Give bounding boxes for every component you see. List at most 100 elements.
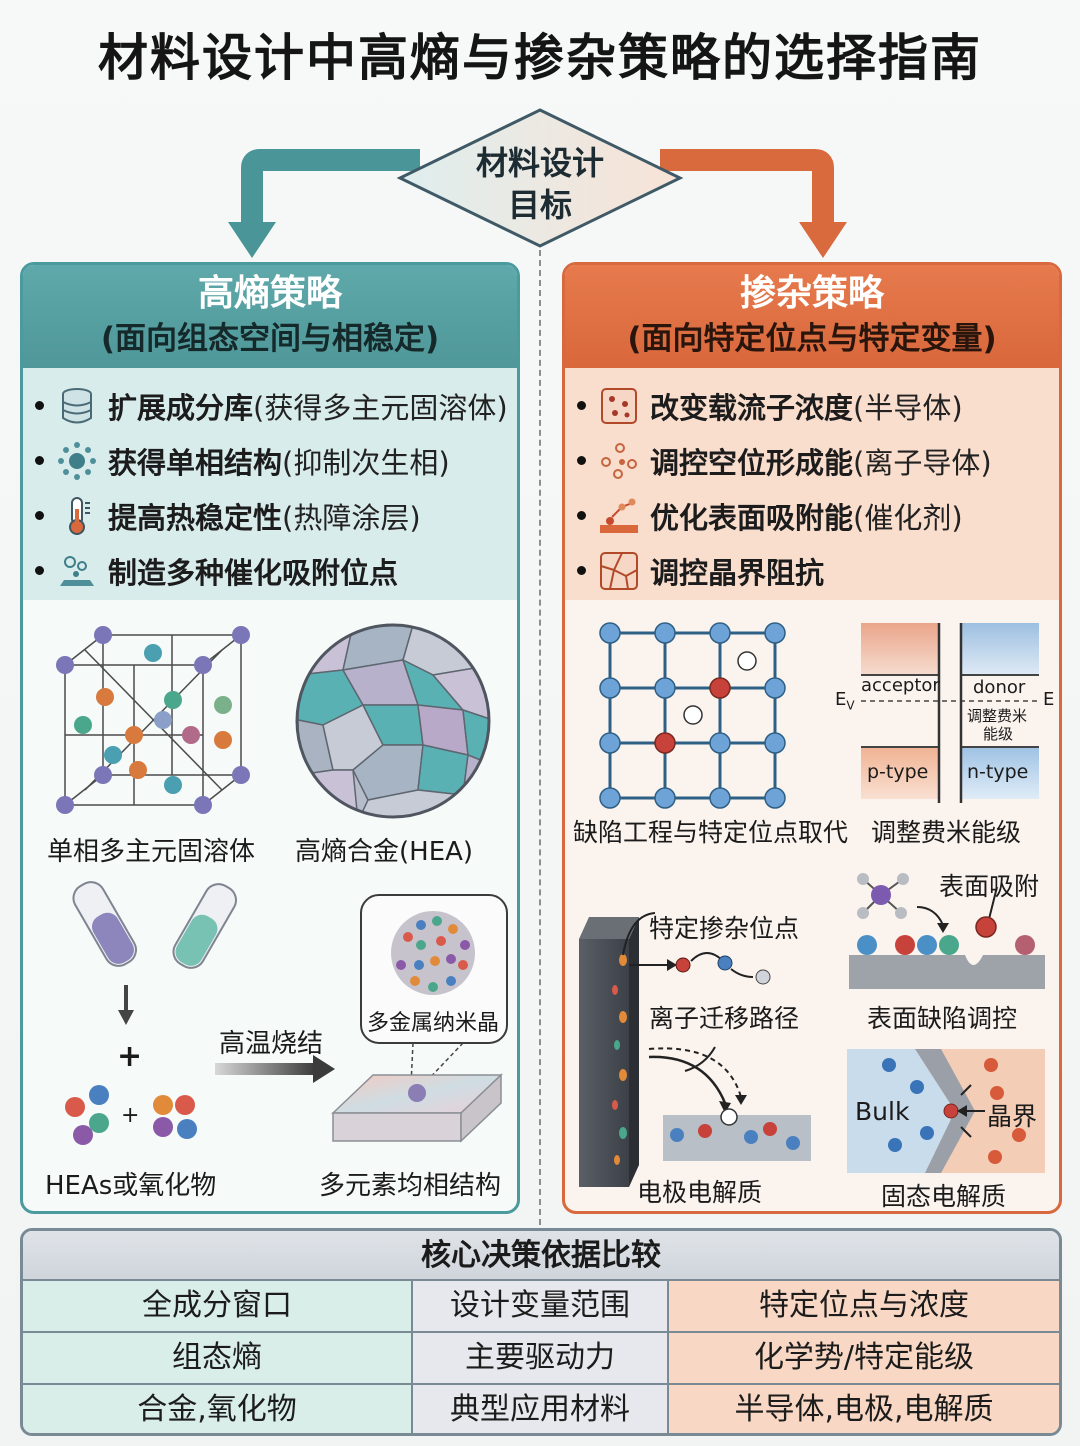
adsorption-icon — [600, 498, 638, 533]
thermometer-icon — [69, 496, 90, 535]
table-cell-right: 特定位点与浓度 — [669, 1281, 1059, 1331]
right-arrow-shaft — [660, 149, 834, 230]
ntype-label: n-type — [967, 761, 1029, 783]
test-tube-right — [172, 883, 237, 969]
fermi-caption: 调整费米能级 — [871, 818, 1022, 847]
bullet-title: 制造多种催化吸附位点 — [108, 555, 399, 590]
table-row: 全成分窗口 设计变量范围 特定位点与浓度 — [23, 1281, 1059, 1333]
table-cell-right: 半导体,电极,电解质 — [669, 1385, 1059, 1433]
uniform-phase-caption: 多元素均相结构 — [319, 1171, 502, 1201]
hea-grain-map — [297, 625, 489, 817]
doping-bullets: 改变载流子浓度 (半导体) 调控空位形成能 (离子导体) 优化表面吸附能 (催化… — [565, 368, 1059, 600]
table-cell-mid: 主要驱动力 — [413, 1333, 669, 1383]
surface-ads-caption: 表面吸附 — [939, 872, 1040, 901]
bullet-title: 调控空位形成能 — [650, 445, 854, 480]
adsorbate-molecule — [857, 873, 909, 919]
table-cell-left: 合金,氧化物 — [23, 1385, 413, 1433]
goal-arrows-diagram — [228, 108, 847, 258]
defect-caption: 缺陷工程与特定位点取代 — [573, 818, 849, 847]
table-cell-left: 全成分窗口 — [23, 1281, 413, 1331]
table-row: 合金,氧化物 典型应用材料 半导体,电极,电解质 — [23, 1385, 1059, 1433]
ev-subscript: V — [846, 698, 855, 713]
grain-boundary-icon — [600, 551, 638, 590]
donor-label: donor — [973, 677, 1026, 698]
metal-atoms-left — [65, 1085, 109, 1145]
bullet-note: (催化剂) — [853, 500, 963, 535]
bullet-dot — [35, 566, 44, 575]
catalyst-icon — [60, 555, 94, 586]
ev-label: EV — [835, 689, 855, 713]
left-arrow-shaft — [241, 149, 420, 230]
goal-label: 材料设计 目标 — [440, 142, 640, 226]
bullet-note: (离子导体) — [853, 445, 992, 480]
list-item: 调控空位形成能 (离子导体) — [565, 433, 1059, 488]
table-cell-right: 化学势/特定能级 — [669, 1333, 1059, 1383]
bullet-dot — [35, 401, 44, 410]
fermi-small-line2: 能级 — [983, 725, 1014, 743]
vacancy-icon — [601, 442, 637, 479]
bullet-note: (热障涂层) — [282, 500, 421, 535]
bullet-title: 调控晶界阻抗 — [650, 555, 825, 590]
table-cell-mid: 典型应用材料 — [413, 1385, 669, 1433]
doping-subheading: (面向特定位点与特定变量) — [627, 321, 997, 357]
e-right-label: E — [1043, 689, 1055, 710]
page-title: 材料设计中高熵与掺杂策略的选择指南 — [98, 29, 982, 87]
list-item: 扩展成分库 (获得多主元固溶体) — [23, 378, 517, 433]
goal-diamond — [396, 108, 684, 248]
list-item: 提高热稳定性 (热障涂层) — [23, 488, 517, 543]
high-entropy-bullets: 扩展成分库 (获得多主元固溶体) 获得单相结构 (抑制次生相) 提高热稳定性 (… — [23, 368, 517, 600]
ion-path-caption: 离子迁移路径 — [649, 1004, 800, 1033]
list-item: 优化表面吸附能 (催化剂) — [565, 488, 1059, 543]
nanocrystal-caption: 多金属纳米晶 — [367, 1011, 500, 1036]
acceptor-label: acceptor — [861, 675, 940, 696]
electrode-caption: 电极电解质 — [637, 1178, 763, 1207]
ion-hop-path — [629, 952, 771, 985]
grain-boundary-label: 晶界 — [987, 1102, 1038, 1131]
dopant-lattice — [599, 622, 786, 809]
doping-illustrations — [579, 622, 1045, 1187]
hea-caption: 高熵合金(HEA) — [295, 837, 474, 867]
nanoparticle — [391, 911, 475, 995]
left-arrow-head — [228, 222, 276, 258]
fermi-band-diagram — [861, 623, 1039, 803]
comparison-table: 核心决策依据比较 全成分窗口 设计变量范围 特定位点与浓度 组态熵 主要驱动力 … — [20, 1228, 1062, 1436]
test-tube-left — [72, 881, 137, 967]
carrier-concentration-icon — [601, 387, 637, 424]
bullet-dot — [35, 511, 44, 520]
atom-cluster-icon — [58, 441, 96, 480]
high-entropy-header: 高熵策略 (面向组态空间与相稳定) — [23, 265, 517, 368]
bullet-note: (半导体) — [853, 390, 963, 425]
sintering-arrow — [215, 1063, 315, 1075]
solid-electrolyte-caption: 固态电解质 — [881, 1182, 1007, 1211]
grain-boundary-diagram — [847, 1049, 1045, 1173]
bullet-dot — [35, 456, 44, 465]
fermi-small-line1: 调整费米 — [967, 707, 1028, 725]
doping-panel: 掺杂策略 (面向特定位点与特定变量) 改变载流子浓度 (半导体) 调控空位形成能… — [562, 262, 1062, 1214]
specific-site-caption: 特定掺杂位点 — [649, 914, 800, 943]
list-item: 制造多种催化吸附位点 — [23, 543, 517, 598]
doping-header: 掺杂策略 (面向特定位点与特定变量) — [565, 265, 1059, 368]
high-entropy-subheading: (面向组态空间与相稳定) — [100, 321, 440, 357]
table-cell-left: 组态熵 — [23, 1333, 413, 1383]
solid-solution-caption: 单相多主元固溶体 — [47, 837, 256, 867]
metal-atoms-right — [153, 1095, 197, 1139]
bullet-note: (获得多主元固溶体) — [253, 390, 508, 425]
surface-defect-caption: 表面缺陷调控 — [867, 1004, 1018, 1033]
bulk-label: Bulk — [855, 1097, 910, 1126]
doping-heading: 掺杂策略 — [739, 273, 884, 314]
bullet-dot — [577, 456, 586, 465]
bullet-title: 提高热稳定性 — [108, 500, 283, 535]
lattice-atoms — [56, 626, 250, 814]
bullet-dot — [577, 401, 586, 410]
list-item: 获得单相结构 (抑制次生相) — [23, 433, 517, 488]
heas-oxides-caption: HEAs或氧化物 — [45, 1171, 217, 1201]
table-row: 组态熵 主要驱动力 化学势/特定能级 — [23, 1333, 1059, 1385]
surface-atoms — [857, 935, 1035, 955]
ptype-label: p-type — [867, 761, 929, 783]
plus-sign: + — [117, 1039, 143, 1074]
electrode-pillar — [579, 917, 639, 1187]
list-item: 调控晶界阻抗 — [565, 543, 1059, 598]
right-arrow-head — [799, 222, 847, 258]
bullet-note: (抑制次生相) — [282, 445, 450, 480]
goal-line2: 目标 — [507, 186, 572, 224]
